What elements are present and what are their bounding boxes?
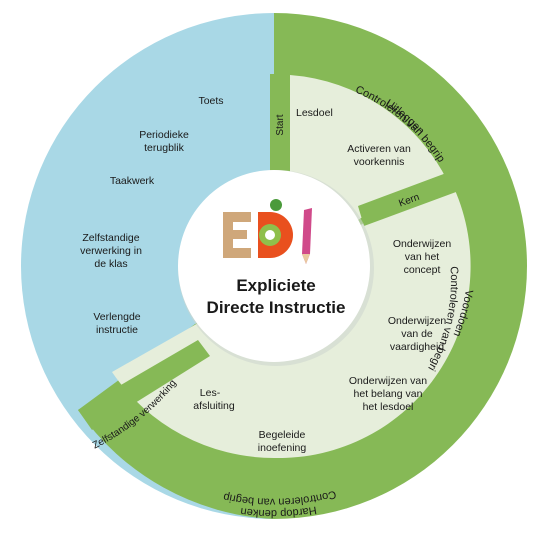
edi-logo [223,199,312,264]
blue-item-verlengde-l1: Verlengde [93,311,140,323]
start-item-lesdoel: Lesdoel [296,107,333,119]
start-item-activeren-line2: voorkennis [354,156,405,168]
kern-item-belang-l3: het lesdoel [363,401,414,413]
band-label-start: Start [275,114,286,135]
kern-item-afsluiting-l1: Les- [200,387,221,399]
kern-item-concept-l1: Onderwijzen [393,238,452,250]
kern-item-belang-l2: het belang van [354,388,423,400]
zelfstandige-band [78,340,210,430]
logo-pencil-icon [302,208,312,264]
blue-item-taakwerk: Taakwerk [110,175,155,187]
center-title-line1: Expliciete [236,276,315,295]
kern-item-vaardigheid-l2: van de [401,328,433,340]
blue-item-verlengde-l2: instructie [96,324,138,336]
blue-item-zelfstandige-l3: de klas [94,258,127,270]
blue-item-zelfstandige-l2: verwerking in [80,245,142,257]
start-item-activeren-line1: Activeren van [347,143,411,155]
outer-ring-label-hardop-denken: Hardop denken [240,504,318,520]
kern-item-vaardigheid-l3: vaardigheid [390,341,444,353]
kern-item-concept-l3: concept [404,264,441,276]
center-title-line2: Directe Instructie [207,298,346,317]
start-band [270,74,288,184]
center-circle [178,170,370,362]
kern-item-vaardigheid-l1: Onderwijzen [388,315,447,327]
kern-band [358,172,456,226]
blue-item-terugblik-l2: terugblik [144,142,184,154]
blue-item-toets: Toets [198,95,223,107]
kern-item-belang-l1: Onderwijzen van [349,375,427,387]
kern-item-inoefening-l1: Begeleide [259,429,306,441]
blue-item-terugblik-l1: Periodieke [139,129,189,141]
kern-item-concept-l2: van het [405,251,440,263]
kern-item-inoefening-l2: inoefening [258,442,307,454]
blue-item-zelfstandige-l1: Zelfstandige [82,232,139,244]
kern-item-afsluiting-l2: afsluiting [193,400,235,412]
